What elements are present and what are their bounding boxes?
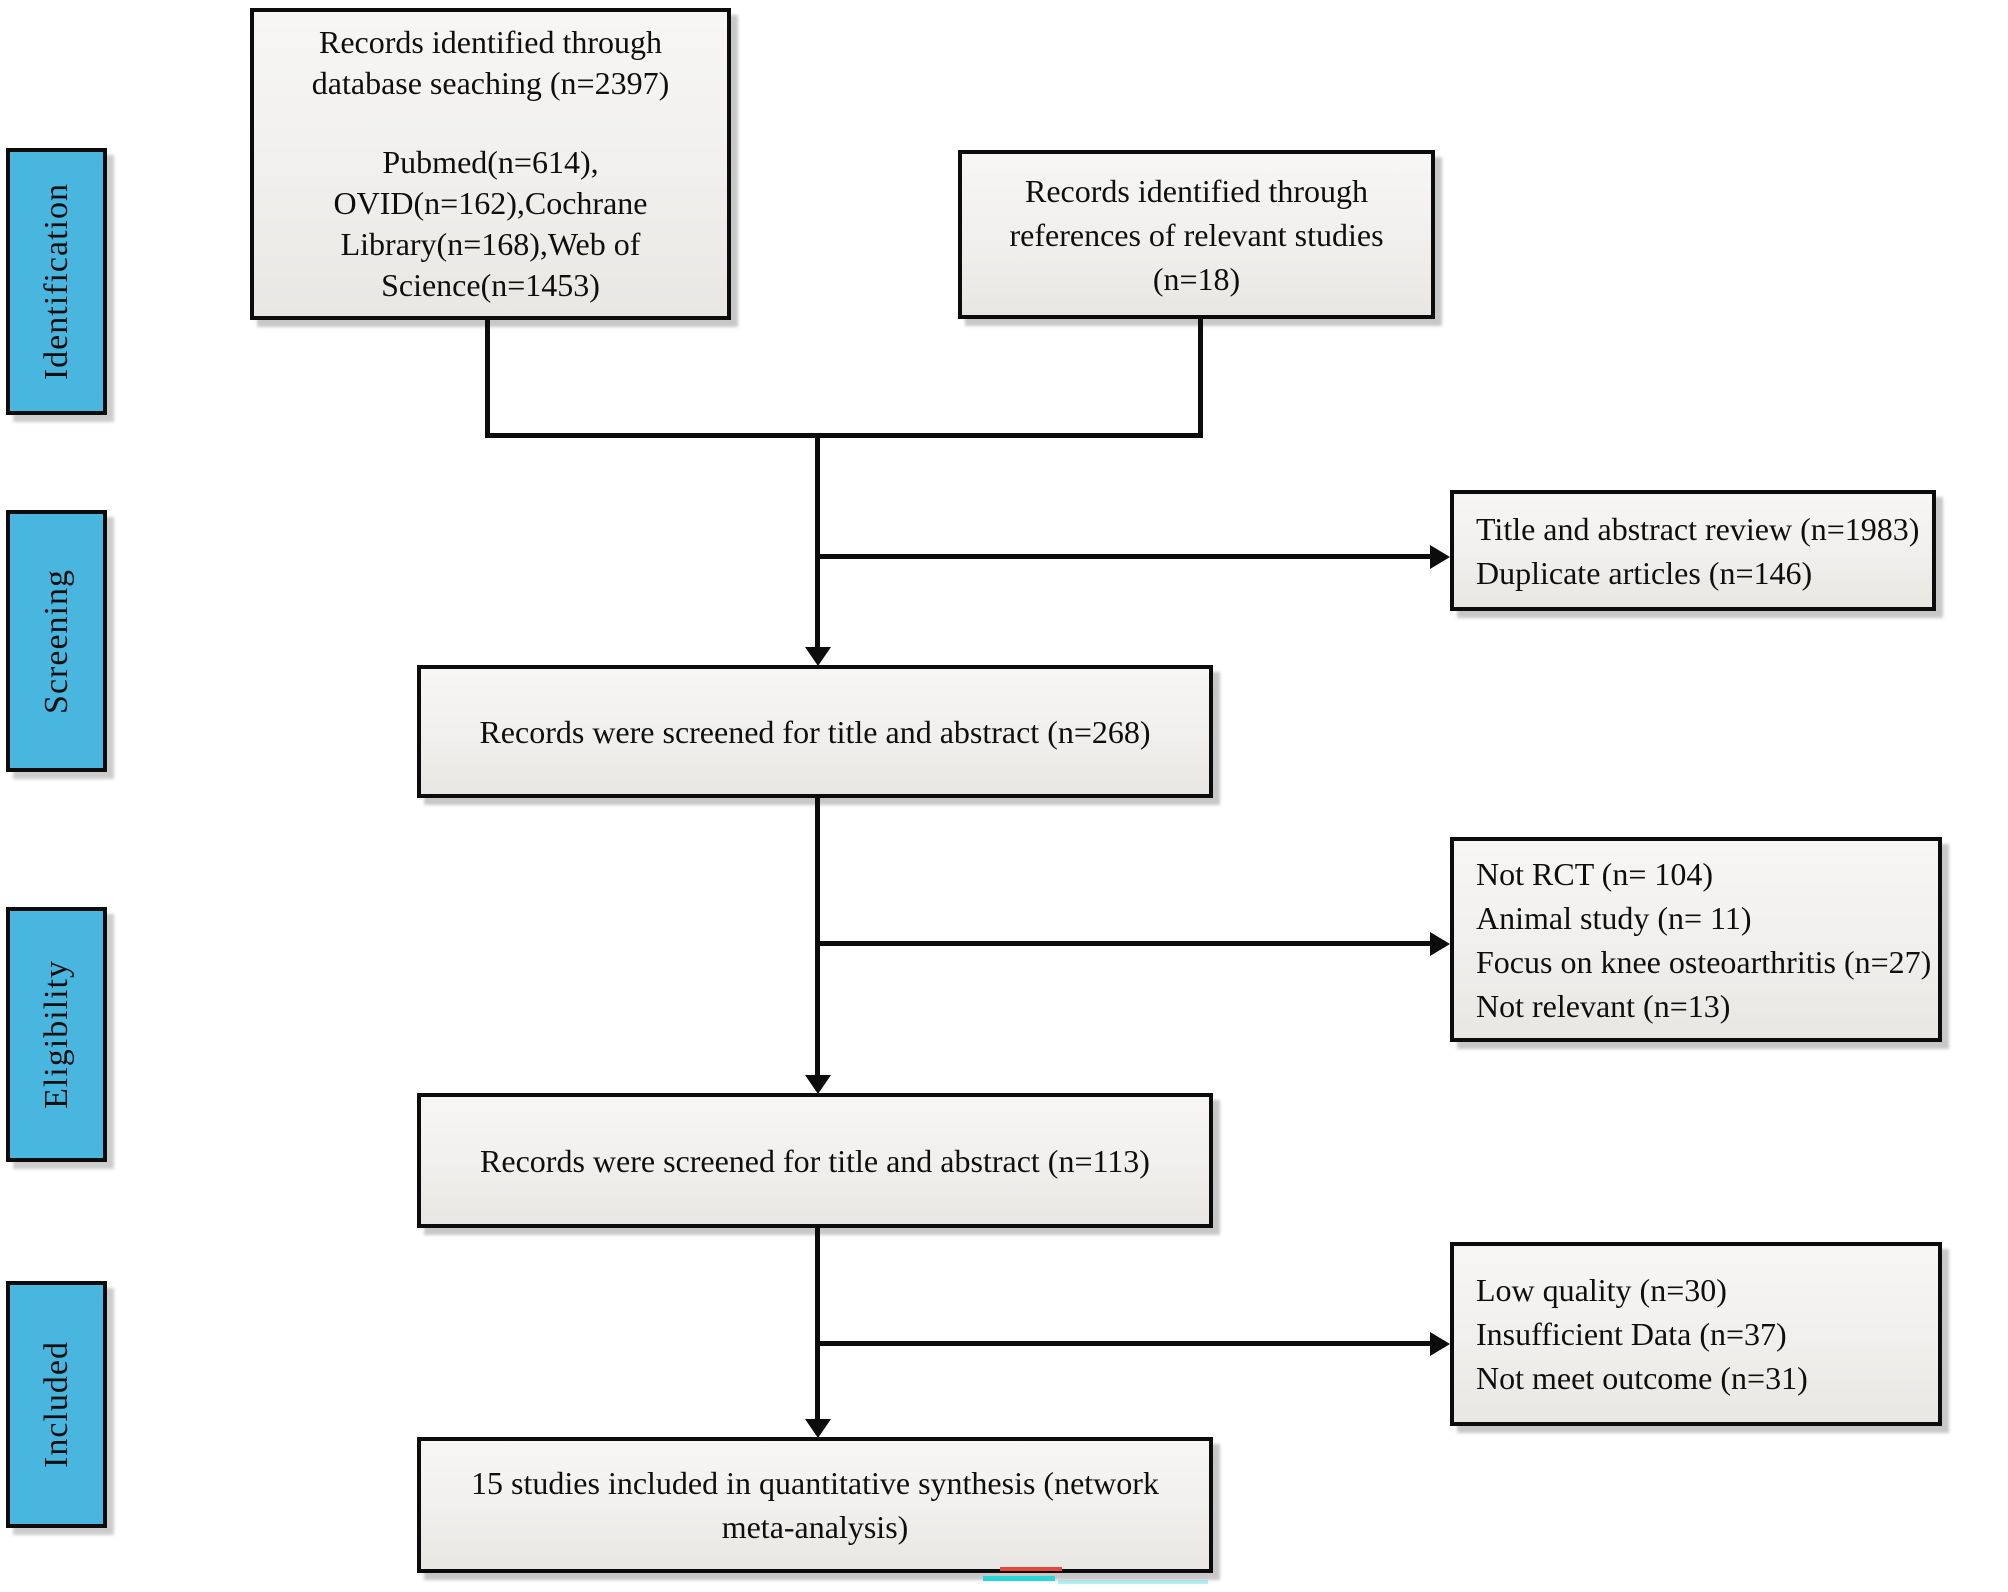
arrowhead-into-title-abstract-review xyxy=(1430,545,1450,569)
connector-dbsearch-down xyxy=(485,318,490,437)
connector-branch-review xyxy=(818,554,1430,559)
scan-artifact-cyan-faint xyxy=(1058,1580,1208,1584)
stage-included: Included xyxy=(6,1281,107,1528)
box-excluded-eligibility: Not RCT (n= 104) Animal study (n= 11) Fo… xyxy=(1450,837,1942,1042)
box-database-search-line: Science(n=1453) xyxy=(381,267,600,303)
box-screened-113: Records were screened for title and abst… xyxy=(417,1093,1213,1228)
box-database-search-line: Pubmed(n=614), xyxy=(382,144,599,180)
box-reference-search: Records identified through references of… xyxy=(958,150,1435,319)
box-reference-search-line: (n=18) xyxy=(1152,260,1241,297)
stage-eligibility: Eligibility xyxy=(6,907,107,1162)
stage-included-label: Included xyxy=(37,1341,75,1468)
box-screened-113-text: Records were screened for title and abst… xyxy=(480,1142,1150,1179)
box-database-search-line: Records identified through xyxy=(318,24,663,60)
box-included-synthesis-line: 15 studies included in quantitative synt… xyxy=(471,1465,1159,1501)
box-included-synthesis-line: meta-analysis) xyxy=(721,1509,909,1545)
connector-refsearch-down xyxy=(1198,317,1203,437)
box-reference-search-line: references of relevant studies xyxy=(1009,216,1384,253)
box-excluded-eligibility-line: Not RCT (n= 104) xyxy=(1476,855,1714,892)
box-title-abstract-review: Title and abstract review (n=1983) Dupli… xyxy=(1450,490,1936,611)
scan-artifact-red xyxy=(1000,1567,1062,1571)
box-title-abstract-review-line: Title and abstract review (n=1983) xyxy=(1476,510,1920,547)
stage-identification: Identification xyxy=(6,148,107,415)
box-excluded-quality: Low quality (n=30) Insufficient Data (n=… xyxy=(1450,1242,1942,1426)
arrowhead-into-screened-268 xyxy=(805,647,831,666)
box-included-synthesis: 15 studies included in quantitative synt… xyxy=(417,1437,1213,1573)
arrowhead-into-excluded-eligibility xyxy=(1430,932,1450,956)
arrowhead-into-excluded-quality xyxy=(1430,1332,1450,1356)
box-excluded-quality-line: Not meet outcome (n=31) xyxy=(1476,1360,1808,1396)
box-title-abstract-review-line: Duplicate articles (n=146) xyxy=(1476,554,1813,591)
box-database-search: Records identified through database seac… xyxy=(250,8,731,320)
stage-screening: Screening xyxy=(6,510,107,772)
connector-stem-2 xyxy=(815,798,820,1075)
box-database-search-line: Library(n=168),Web of xyxy=(340,226,641,262)
box-excluded-quality-line: Insufficient Data (n=37) xyxy=(1476,1316,1787,1352)
box-excluded-eligibility-line: Animal study (n= 11) xyxy=(1476,899,1752,936)
connector-branch-eligibility xyxy=(818,941,1430,946)
stage-eligibility-label: Eligibility xyxy=(37,960,75,1109)
box-screened-268-text: Records were screened for title and abst… xyxy=(479,713,1151,750)
scan-artifact-cyan xyxy=(983,1576,1055,1581)
stage-screening-label: Screening xyxy=(37,568,75,714)
box-database-search-line: database seaching (n=2397) xyxy=(311,65,670,101)
connector-merge-horizontal xyxy=(485,433,1203,438)
box-excluded-eligibility-line: Focus on knee osteoarthritis (n=27) xyxy=(1476,943,1932,980)
connector-stem-3 xyxy=(815,1228,820,1419)
connector-branch-quality xyxy=(818,1341,1430,1346)
arrowhead-into-included-synthesis xyxy=(805,1419,831,1438)
box-excluded-quality-line: Low quality (n=30) xyxy=(1476,1272,1727,1308)
box-screened-268: Records were screened for title and abst… xyxy=(417,665,1213,798)
box-database-search-line: OVID(n=162),Cochrane xyxy=(333,185,648,221)
box-reference-search-line: Records identified through xyxy=(1024,172,1369,209)
connector-stem-1 xyxy=(815,437,820,649)
stage-identification-label: Identification xyxy=(37,182,75,381)
box-excluded-eligibility-line: Not relevant (n=13) xyxy=(1476,987,1731,1024)
paragraph-gap xyxy=(254,104,727,142)
arrowhead-into-screened-113 xyxy=(805,1075,831,1094)
